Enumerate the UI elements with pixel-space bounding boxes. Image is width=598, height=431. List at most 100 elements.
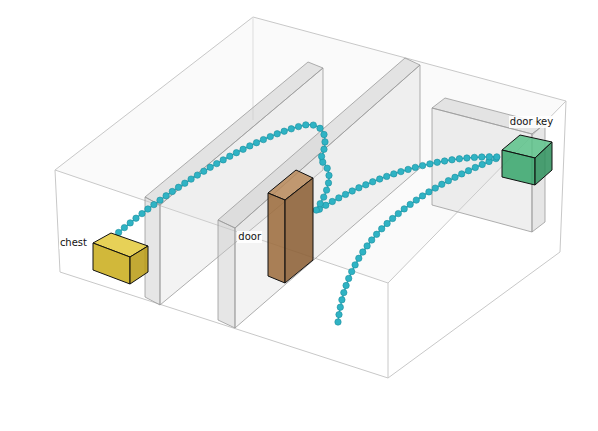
trajectory-dot	[281, 128, 287, 134]
trajectory-dot	[288, 126, 294, 132]
trajectory-dot	[412, 164, 418, 170]
trajectory-dot	[336, 311, 342, 317]
door-key-box: door key	[500, 133, 555, 188]
trajectory-dot	[214, 160, 220, 166]
box-shape	[266, 168, 316, 286]
trajectory-dot	[343, 282, 349, 288]
trajectory-dot	[267, 133, 273, 139]
trajectory-dot	[133, 215, 139, 221]
trajectory-dot	[407, 201, 413, 207]
trajectory-dot	[349, 268, 355, 274]
trajectory-dot	[449, 157, 455, 163]
object-label: chest	[59, 237, 88, 249]
trajectory-dot	[395, 210, 401, 216]
trajectory-dot	[318, 153, 324, 159]
box-face	[268, 193, 285, 283]
trajectory-dot	[274, 131, 280, 137]
wall-side	[235, 65, 420, 328]
wall-front	[218, 220, 235, 328]
trajectory-dot	[326, 172, 332, 178]
trajectory-line	[118, 125, 500, 322]
trajectory-dot	[427, 161, 433, 167]
trajectory-dot	[465, 168, 471, 174]
trajectory-dot	[432, 185, 438, 191]
trajectory-dot	[227, 153, 233, 159]
box-face	[502, 150, 535, 185]
trajectory-dot	[329, 198, 335, 204]
trajectory-dot	[346, 275, 352, 281]
trajectory-dot	[207, 164, 213, 170]
trajectory-dot	[384, 220, 390, 226]
chest-box: chest	[92, 231, 150, 286]
room-top	[55, 17, 566, 283]
box-face	[535, 142, 552, 185]
trajectory-dot	[139, 210, 145, 216]
trajectory-dot	[335, 319, 341, 325]
trajectory-dot	[295, 123, 301, 129]
trajectory-dot	[157, 197, 163, 203]
trajectory-dot	[426, 189, 432, 195]
trajectory-dot	[163, 193, 169, 199]
box-face	[285, 178, 313, 283]
box-shape	[500, 133, 555, 188]
trajectory-dot	[182, 180, 188, 186]
trajectory-dot	[456, 156, 462, 162]
trajectory-dot	[464, 155, 470, 161]
trajectory-dot	[321, 146, 327, 152]
trajectory-dot	[352, 262, 358, 268]
trajectory-dot	[452, 174, 458, 180]
trajectory-dot	[419, 162, 425, 168]
trajectory-dot	[247, 143, 253, 149]
trajectory-dot	[253, 140, 259, 146]
trajectory-dot	[401, 206, 407, 212]
trajectory-dot	[356, 255, 362, 261]
trajectory-dot	[413, 197, 419, 203]
trajectory-dot	[341, 289, 347, 295]
trajectory-dot	[479, 154, 485, 160]
box-face	[130, 246, 148, 284]
trajectory-dot	[439, 181, 445, 187]
trajectory-dot	[377, 176, 383, 182]
trajectory-dot	[321, 194, 327, 200]
trajectory-dot	[240, 146, 246, 152]
trajectory-dot	[317, 201, 323, 207]
trajectory-dot	[379, 226, 385, 232]
trajectory-dot	[313, 207, 319, 213]
door-box: door	[266, 168, 316, 286]
trajectory-dot	[260, 136, 266, 142]
trajectory-dot	[317, 125, 323, 131]
trajectory-dot	[389, 215, 395, 221]
trajectory-dot	[175, 184, 181, 190]
trajectory-dot	[127, 220, 133, 226]
trajectory-dot	[405, 166, 411, 172]
trajectory-dot	[459, 171, 465, 177]
trajectory-dot	[325, 180, 331, 186]
object-label: door	[237, 231, 262, 243]
trajectory-dot	[121, 224, 127, 230]
trajectory-dot	[194, 172, 200, 178]
trajectory-dot	[479, 161, 485, 167]
trajectory-dot	[360, 249, 366, 255]
trajectory-dot	[336, 195, 342, 201]
trajectory-dot	[169, 188, 175, 194]
trajectory-dot	[398, 168, 404, 174]
trajectory-dot	[233, 150, 239, 156]
trajectory-dots	[115, 122, 500, 325]
trajectory-dot	[310, 122, 316, 128]
trajectory-dot	[145, 206, 151, 212]
trajectory-dot	[322, 139, 328, 145]
trajectory-dot	[384, 173, 390, 179]
trajectory-dot	[370, 179, 376, 185]
trajectory-dot	[363, 182, 369, 188]
trajectory-dot	[441, 158, 447, 164]
trajectory-dot	[339, 297, 345, 303]
room-edge	[388, 283, 389, 378]
trajectory-dot	[445, 178, 451, 184]
trajectory-dot	[494, 154, 500, 160]
object-label: door key	[509, 116, 554, 128]
trajectory-dot	[373, 231, 379, 237]
box-shape	[92, 231, 150, 286]
trajectory-dot	[472, 164, 478, 170]
trajectory-dot	[321, 131, 327, 137]
